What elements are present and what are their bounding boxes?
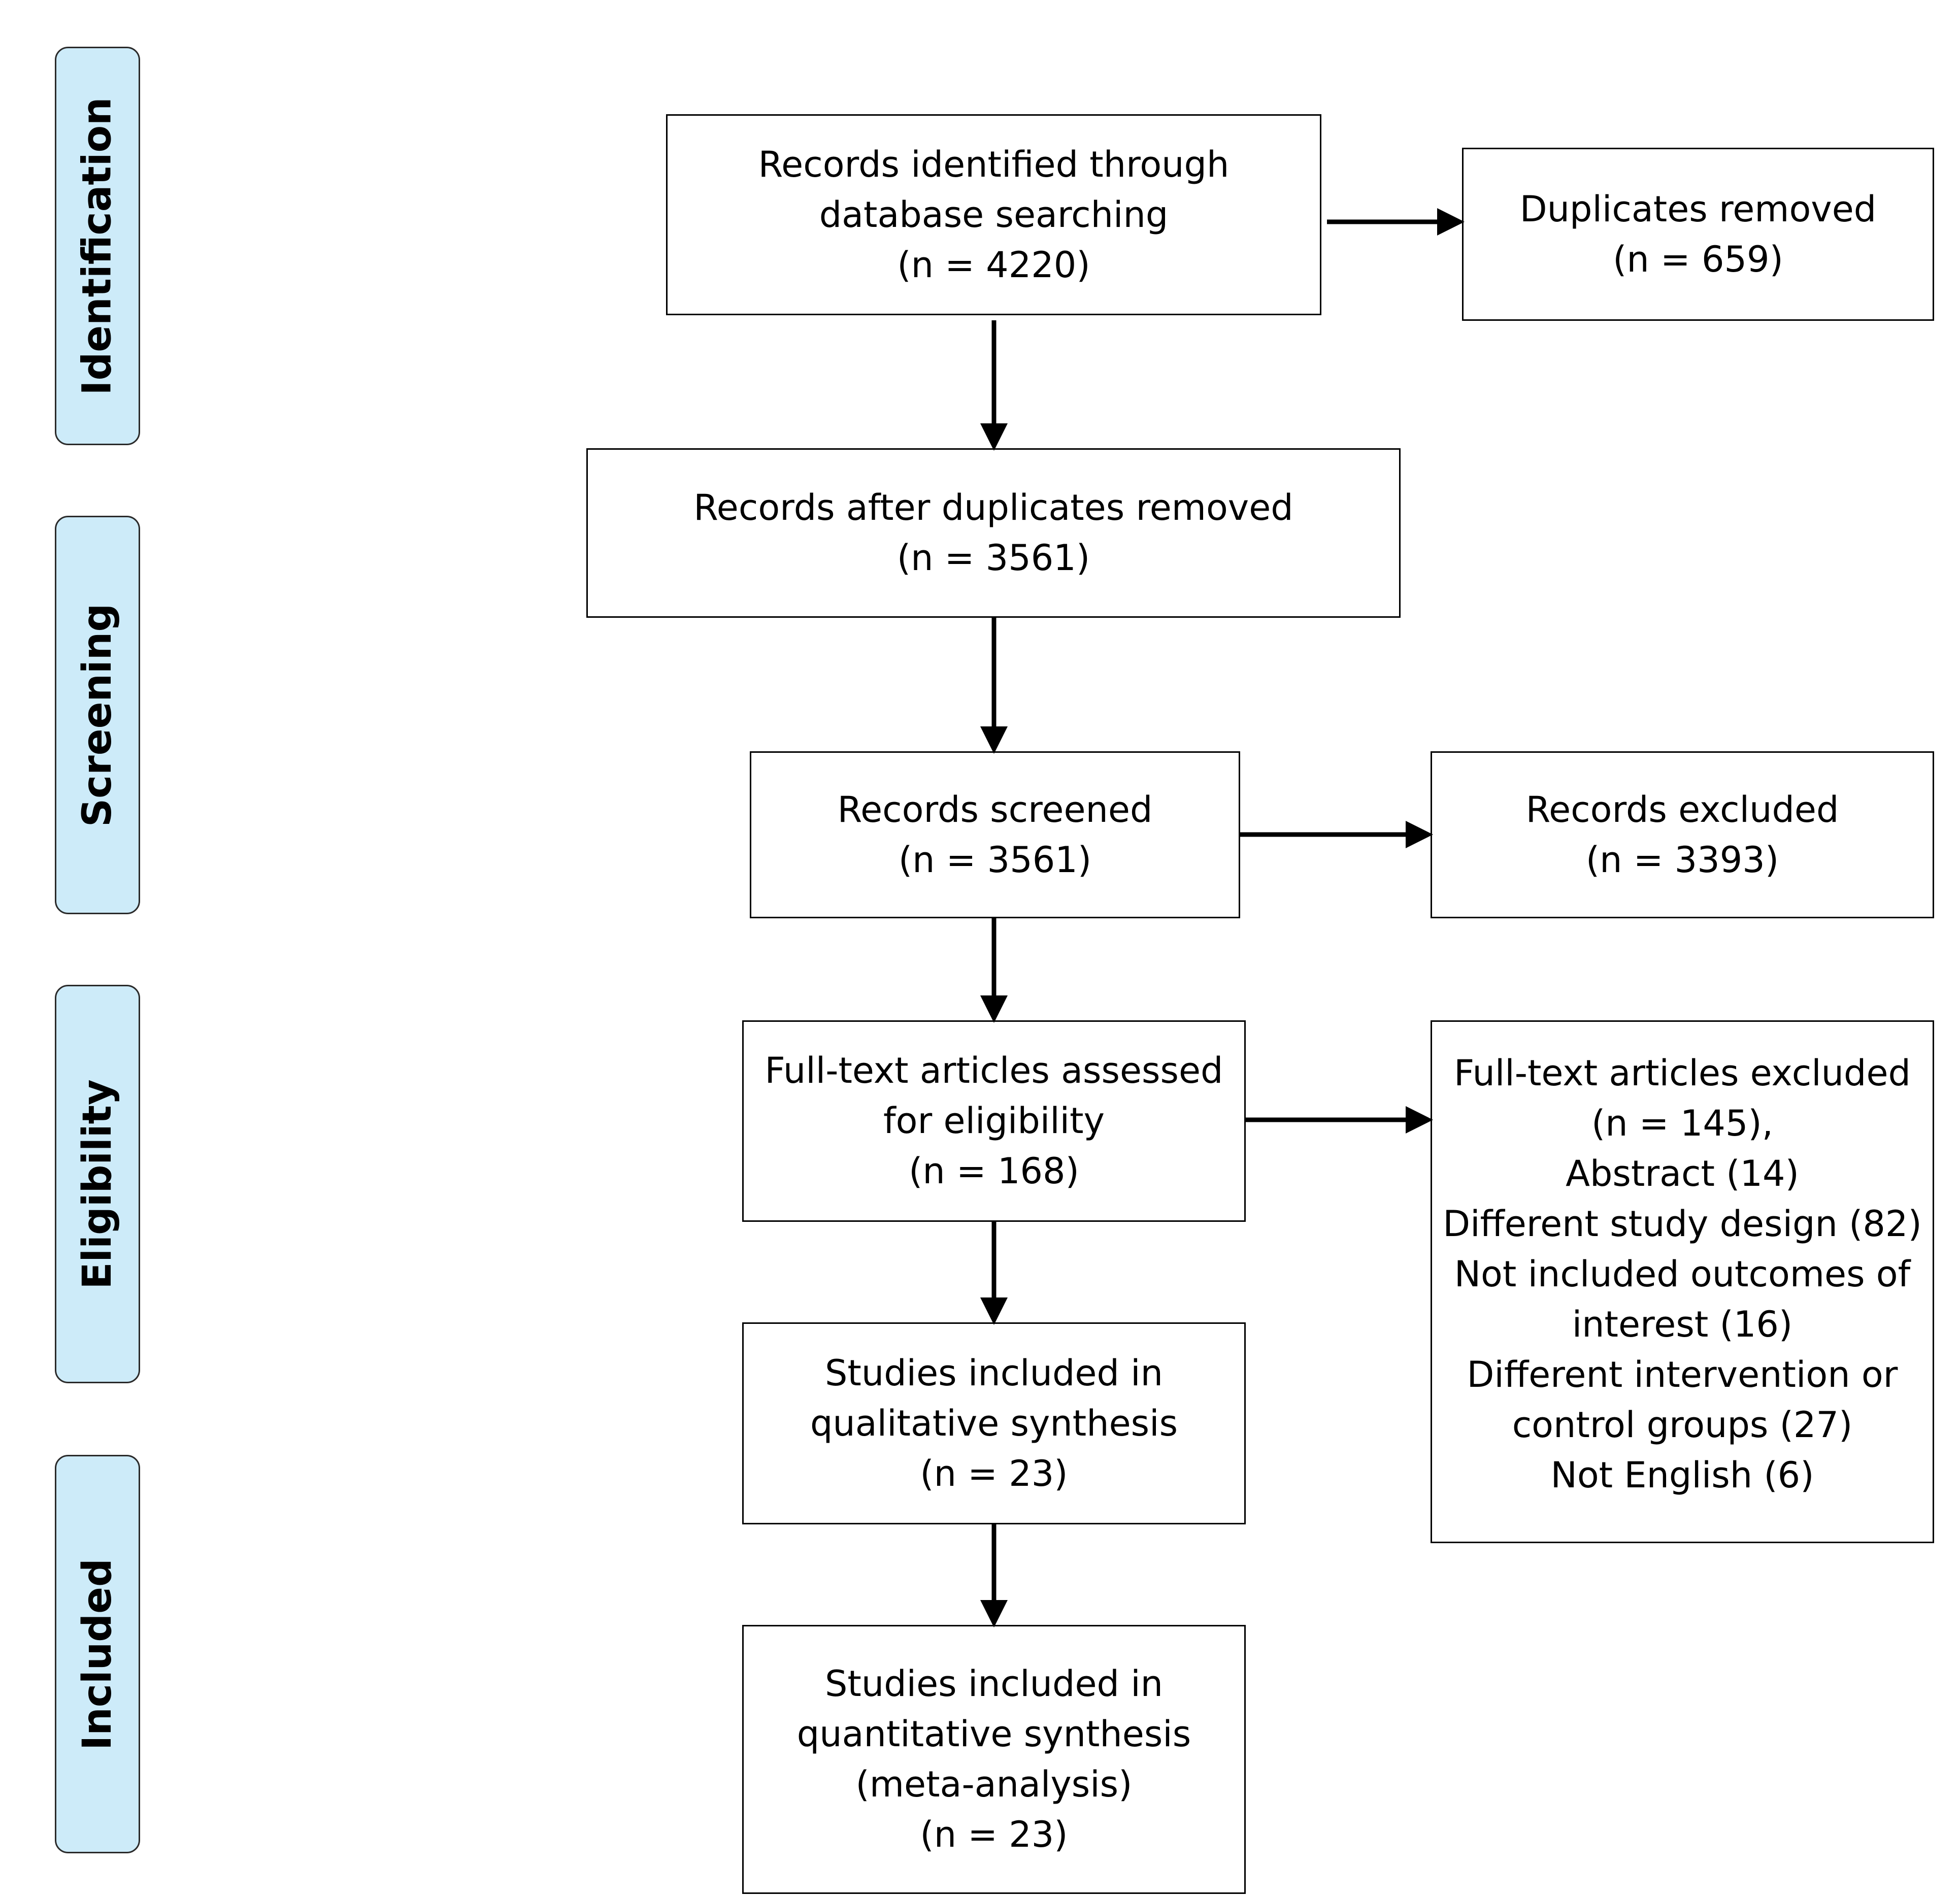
phase-included: Included bbox=[55, 1455, 140, 1853]
fulltext-assessed-text: Full-text articles assessed for eligibil… bbox=[765, 1050, 1223, 1192]
records-excluded-text: Records excluded (n = 3393) bbox=[1525, 788, 1839, 881]
records-screened-box: Records screened (n = 3561) bbox=[750, 751, 1240, 918]
phase-included-label: Included bbox=[75, 1558, 120, 1750]
duplicates-removed-box: Duplicates removed (n = 659) bbox=[1462, 148, 1934, 321]
qualitative-synthesis-text: Studies included in qualitative synthesi… bbox=[810, 1352, 1178, 1494]
phase-eligibility-label: Eligibility bbox=[75, 1079, 120, 1289]
phase-screening: Screening bbox=[55, 516, 140, 914]
records-after-duplicates-box: Records after duplicates removed (n = 35… bbox=[586, 448, 1401, 618]
records-identified-box: Records identified through database sear… bbox=[666, 114, 1321, 315]
records-identified-text: Records identified through database sear… bbox=[758, 143, 1230, 286]
quantitative-synthesis-text: Studies included in quantitative synthes… bbox=[796, 1663, 1191, 1855]
phase-identification: Identification bbox=[55, 47, 140, 445]
qualitative-synthesis-box: Studies included in qualitative synthesi… bbox=[742, 1322, 1246, 1524]
fulltext-assessed-box: Full-text articles assessed for eligibil… bbox=[742, 1020, 1246, 1222]
records-excluded-box: Records excluded (n = 3393) bbox=[1431, 751, 1934, 918]
records-screened-text: Records screened (n = 3561) bbox=[837, 788, 1153, 881]
phase-screening-label: Screening bbox=[75, 603, 120, 827]
fulltext-excluded-text: Full-text articles excluded (n = 145), A… bbox=[1443, 1052, 1922, 1496]
records-after-duplicates-text: Records after duplicates removed (n = 35… bbox=[693, 487, 1293, 579]
duplicates-removed-text: Duplicates removed (n = 659) bbox=[1519, 188, 1877, 280]
phase-eligibility: Eligibility bbox=[55, 985, 140, 1383]
fulltext-excluded-box: Full-text articles excluded (n = 145), A… bbox=[1431, 1020, 1934, 1543]
quantitative-synthesis-box: Studies included in quantitative synthes… bbox=[742, 1625, 1246, 1894]
phase-identification-label: Identification bbox=[75, 96, 121, 395]
